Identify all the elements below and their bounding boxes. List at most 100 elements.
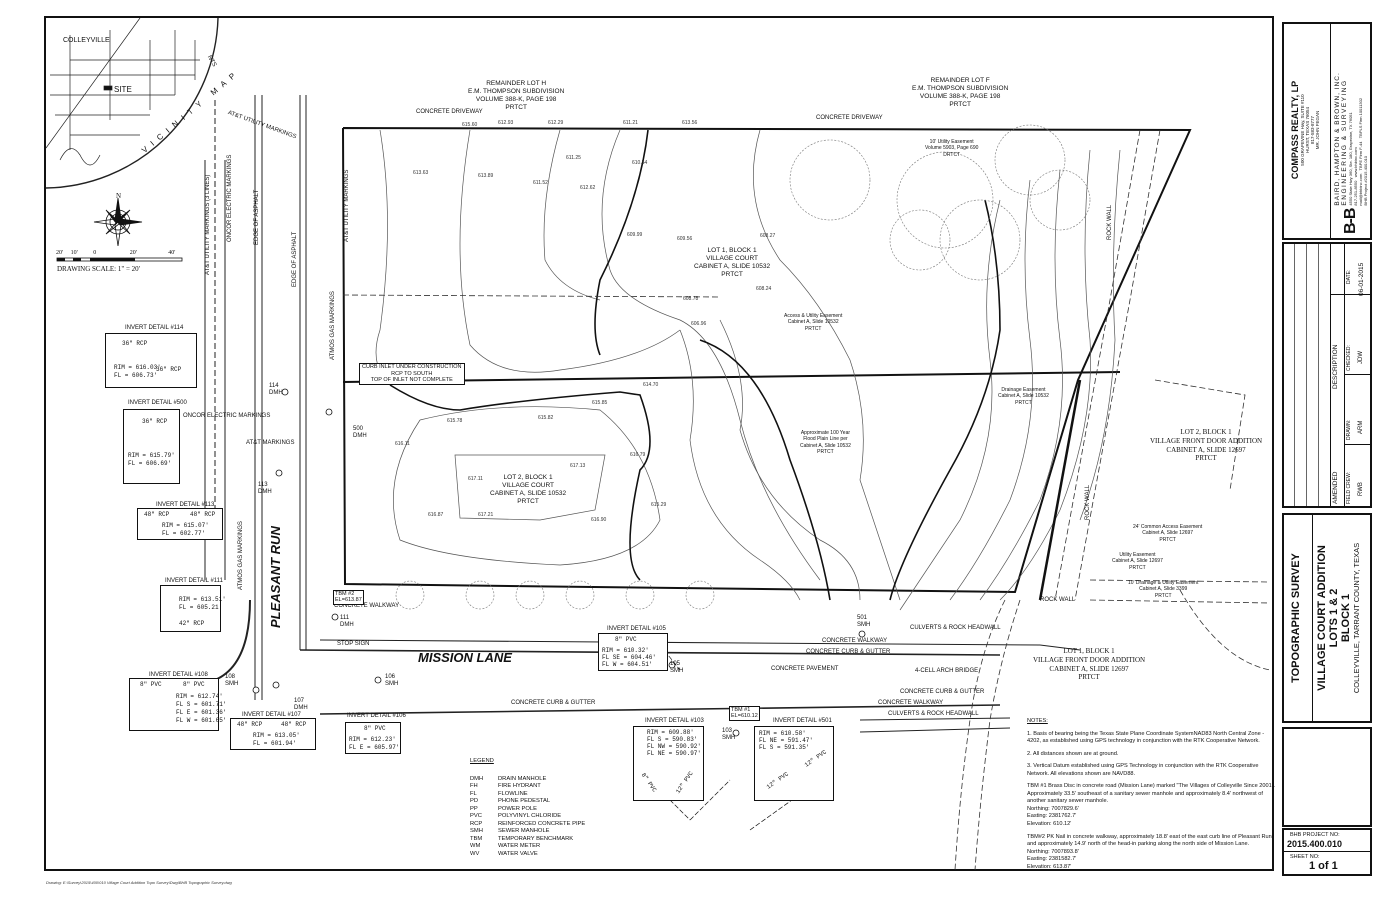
easement-line: PRTCT [817, 448, 834, 455]
invert-value: FL NE = 591.47' [759, 737, 814, 744]
spot-elevation: 616.90 [591, 517, 607, 523]
legend-desc: PHONE PEDESTAL [498, 798, 551, 805]
parcel-line: REMAINDER LOT F [930, 77, 990, 84]
legend-abbr: PD [470, 798, 479, 805]
tbm-line: TBM #2 [335, 591, 355, 597]
client-info: COMPASS REALTY, LP 500 GRAPEVINE Hwy, SU… [1290, 30, 1320, 230]
legend-desc: WATER VALVE [498, 850, 538, 857]
pipe-label: 36" RCP [156, 366, 182, 373]
parcel-line: VILLAGE COURT [706, 255, 759, 263]
pipe-label: 8" PVC [364, 725, 386, 732]
easement-label: Access & Utility Easement Cabinet A, Sli… [784, 313, 842, 332]
easement-line: Drainage Easement [1001, 387, 1046, 393]
spot-elevation: 615.78 [447, 418, 463, 424]
oncor-markings-label: ONCOR ELECTRIC MARKINGS [227, 154, 233, 242]
curb-gutter-label: CONCRETE CURB & GUTTER [806, 649, 891, 655]
flood-plain-label: Approximate 100 Year Flood Plain Line pe… [800, 430, 851, 455]
easement-label: Utility Easement Cabinet A, Slide 12697 … [1112, 552, 1163, 571]
concrete-walkway-label: CONCRETE WALKWAY [334, 603, 400, 609]
curb-inlet-line: TOP OF INLET NOT COMPLETE [370, 377, 453, 384]
checked-value: JDW [1358, 351, 1364, 364]
parcel-line: VILLAGE COURT [502, 482, 555, 490]
parcel-label-lot1-village-court: LOT 1, BLOCK 1 VILLAGE COURT CABINET A, … [694, 247, 770, 280]
invert-detail-108: 8" PVC 8" PVC RIM = 612.74' FL S = 601.7… [129, 678, 226, 731]
invert-value: FL S = 591.35' [759, 744, 810, 751]
easement-line: 10' Drainage & Utility Easement [1128, 580, 1199, 586]
pipe-label: 12" PVC [765, 770, 790, 791]
invert-value: FL = 606.73' [114, 372, 158, 379]
parcel-line: PRTCT [505, 104, 527, 112]
easement-line: PRTCT [1129, 564, 1146, 571]
easement-line: Access & Utility Easement [784, 313, 843, 319]
drawing-path: Drawing: E:\Survey\2015\400\010 Village … [46, 880, 232, 885]
invert-detail-111: RIM = 613.51' FL = 605.21' 42" RCP [160, 585, 226, 632]
concrete-driveway-label-west: CONCRETE DRIVEWAY [416, 109, 483, 115]
scale-tick: 0 [93, 250, 97, 256]
parcel-line: REMAINDER LOT H [486, 80, 547, 87]
legend-desc: FIRE HYDRANT [498, 783, 541, 790]
easement-line: DRTCT [943, 151, 961, 158]
legend-desc: REINFORCED CONCRETE PIPE [498, 820, 586, 827]
easement-label: 10' Drainage & Utility Easement Cabinet … [1128, 580, 1198, 599]
contour-lines [375, 129, 1121, 611]
culverts-label: CULVERTS & ROCK HEADWALL [888, 711, 979, 717]
spot-elevation: 616.11 [395, 441, 410, 447]
drawn-value: ARM [1358, 420, 1364, 434]
concrete-walkway-label: CONCRETE WALKWAY [822, 638, 888, 644]
invert-detail-title: INVERT DETAIL #106 [347, 713, 406, 719]
easement-line: Cabinet A, Slide 12697 [1112, 558, 1163, 565]
field-crew-value: RWB [1358, 482, 1364, 496]
manhole-id: 500 [353, 426, 364, 432]
atmos-gas-markings-label: ATMOS GAS MARKINGS [238, 521, 244, 590]
invert-detail-title: INVERT DETAIL #111 [165, 578, 223, 584]
easement-line: PRTCT [804, 325, 822, 332]
spot-elevation: 613.56 [682, 120, 698, 126]
legend-desc: POWER POLE [498, 805, 537, 812]
stop-sign-label: STOP SIGN [337, 641, 370, 647]
legend-item: PD PHONE PEDESTAL [470, 798, 585, 806]
pipe-label: 42" RCP [179, 620, 205, 627]
easement-line: 10' Utility Easement [929, 139, 974, 145]
easement-line: PRTCT [1015, 399, 1032, 406]
manhole-id: 501 [857, 615, 868, 621]
note-item: 2. All distances shown are at ground. [1027, 750, 1119, 757]
index-contours [389, 129, 1082, 601]
invert-value: RIM = 612.74' [176, 693, 223, 700]
legend-desc: DRAIN MANHOLE [498, 775, 547, 782]
field-crew-label: FIELD CREW: [1346, 471, 1352, 504]
legend-desc: TEMPORARY BENCHMARK [498, 835, 574, 842]
legend-abbr: RCP [470, 820, 483, 827]
legend-desc: FLOWLINE [498, 790, 528, 797]
curb-gutter-label: CONCRETE CURB & GUTTER [511, 700, 596, 706]
date-label: DATE: [1346, 269, 1352, 284]
parcel-line: LOT 2, BLOCK 1 [1180, 428, 1232, 436]
parcel-label-remainder-lot-f: REMAINDER LOT F E.M. THOMPSON SUBDIVISIO… [912, 77, 1008, 110]
scale-bar [56, 257, 183, 262]
firm-discipline: ENGINEERING & SURVEYING [1341, 79, 1348, 206]
concrete-driveway-label-east: CONCRETE DRIVEWAY [816, 115, 883, 121]
pipe-label: 12" PVC [674, 770, 695, 795]
manhole-type: DMH [340, 622, 354, 629]
easement-line: 24' Common Access Easement [1133, 524, 1203, 530]
easement-line: PRTCT [1154, 592, 1172, 599]
survey-title: TOPOGRAPHIC SURVEY [1290, 553, 1302, 683]
spot-elevation: 611.21 [623, 120, 638, 126]
manhole-id: 107 [294, 698, 305, 704]
invert-value: RIM = 615.07' [162, 522, 209, 529]
street-label-pleasant-run: PLEASANT RUN [268, 526, 283, 628]
spot-elevation: 611.52 [533, 180, 548, 186]
invert-value: RIM = 609.88' [647, 729, 694, 736]
invert-detail-105: 8" PVC RIM = 610.32' FL SE = 604.46' FL … [598, 633, 668, 671]
parcel-line: PRTCT [1078, 673, 1100, 682]
parcel-line: PRTCT [721, 271, 743, 279]
att-utility-markings-label: AT&T UTILITY MARKINGS [344, 169, 350, 242]
curb-inlet-note: CURB INLET UNDER CONSTRUCTION RCP TO SOU… [359, 363, 465, 385]
parcel-line: CABINET A, SLIDE 10532 [694, 263, 771, 271]
firm-project-ref: BHB Project #2015.400.010 [1363, 155, 1368, 206]
scale-bar-ticks: 20' 10' 0 20' 40' [56, 250, 175, 257]
parcel-line: LOT 1, BLOCK 1 [707, 247, 757, 254]
